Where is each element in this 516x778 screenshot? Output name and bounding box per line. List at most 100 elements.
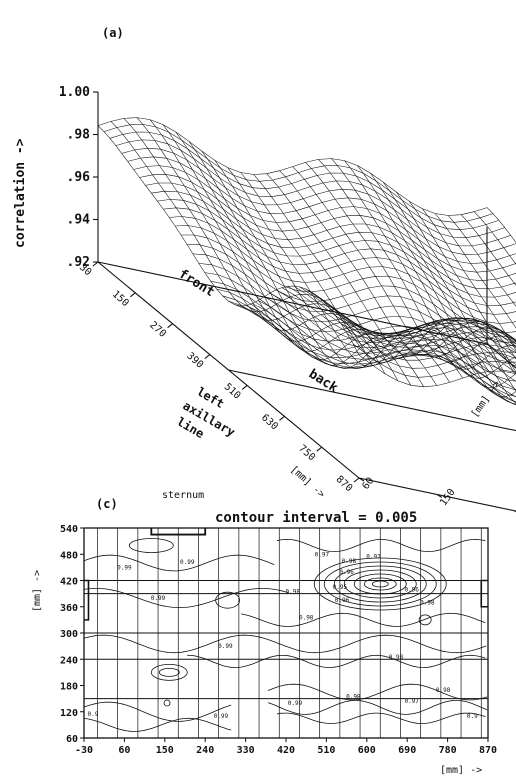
contour-y-tick-label: 420 [60,577,78,588]
contour-x-tick-label: 420 [277,745,295,756]
sternum-label: sternum [162,490,204,501]
x-tick [204,354,211,360]
contour-line [83,634,487,654]
panel-a-label: (a) [102,26,124,40]
mesh-line-y [253,174,515,374]
mesh-line-y [201,150,463,379]
mesh-line-y [395,191,516,392]
mesh-line-y [227,167,489,372]
x-tick [129,292,136,298]
contour-label: 0.99 [180,559,195,566]
panel-c-label: (c) [96,497,118,511]
x-tick-label: 870 [334,474,355,494]
y-unit-label: [mm] -> [469,379,502,420]
mesh-line-y [460,214,516,286]
back-label: back [306,367,341,396]
x-tick [316,446,323,452]
z-tick-label: .96 [67,170,91,185]
mesh-line-y [266,173,516,360]
contour-label: 0.97 [404,698,419,705]
contour-loop-mid [215,591,241,609]
contour-label: 0.99 [214,713,229,720]
mesh-line-y [175,131,438,386]
surface-mesh [97,117,516,406]
contour-label: 0.98 [286,588,301,595]
contour-label: 0.9 [88,711,99,718]
contour-label: 0.97 [315,551,330,558]
contour-line [241,612,486,627]
mesh-line-x [109,131,499,230]
contour-x-unit: [mm] -> [440,765,482,776]
mesh-line-x [127,156,516,255]
mesh-line-y [97,125,360,356]
contour-x-tick-label: 600 [358,745,376,756]
mask-left [84,579,90,621]
mesh-line-x [311,291,516,341]
contour-label: 0.97 [366,553,381,560]
mesh-line-x [175,225,516,324]
mesh-line-y [292,166,516,358]
contour-line [187,654,486,669]
z-axis-label: correlation -> [13,138,28,248]
mesh-line-y [344,160,516,389]
mesh-line-y [331,158,516,379]
contour-loop-min [343,569,417,599]
mesh-line-x [258,300,516,390]
mesh-line-y [357,165,516,397]
contour-title: contour interval = 0.005 [215,510,417,526]
contour-dot [163,699,171,707]
mesh-line-y [408,201,516,373]
y-tick [514,510,516,513]
contour-label: 0.99 [218,643,233,650]
z-tick-label: .94 [67,213,91,228]
contour-line [267,683,488,701]
mesh-line-y [240,172,502,372]
mesh-line-y [214,160,476,375]
z-tick-label: .98 [67,128,91,143]
contour-y-tick-label: 120 [60,708,78,719]
contour-line [83,554,275,572]
mesh-line-y [149,119,412,386]
contour-x-tick-label: 510 [317,745,335,756]
contour-y-tick-label: 480 [60,550,78,561]
mesh-line-y [123,118,386,374]
mesh-line-y [421,208,516,351]
panel-a [92,91,516,513]
contour-line [83,701,232,722]
contour-y-tick-label: 300 [60,629,78,640]
contour-x-tick-label: 690 [398,745,416,756]
contour-label: 0.96 [335,597,350,604]
mesh-line-y [383,182,516,404]
z-tick-label: 1.00 [59,85,90,100]
contour-y-tick-label: 240 [60,655,78,666]
contour-loop-min [323,561,437,607]
panel-c [80,527,489,742]
mask-top [150,528,207,536]
mesh-line-y [434,213,516,329]
contour-x-tick-label: 60 [118,745,130,756]
contour-loop-left-inner [158,667,180,677]
mesh-line-y [370,172,516,404]
contour-x-tick-label: 330 [237,745,255,756]
mesh-line-y [318,159,516,370]
contour-loop-min [313,557,447,611]
contour-y-tick-label: 360 [60,603,78,614]
surface-floor [97,261,516,512]
x-tick-label: 750 [296,443,317,463]
contour-label: 0.98 [299,615,314,622]
contour-loop-min [363,577,397,591]
y-tick-label: 150 [438,487,457,508]
contour-loop-min [371,580,389,588]
y-tick-label: 60 [360,476,376,492]
front-label: front [176,267,217,300]
contour-loop-top [128,538,174,553]
contour-y-tick-label: 180 [60,682,78,693]
y-tick [436,493,443,498]
contour-label: 0.95 [333,584,348,591]
mesh-line-y [188,141,451,383]
mesh-line-y [279,170,516,356]
contour-loop-small [418,614,432,626]
mesh-line-y [162,124,425,387]
contour-label: 0.96 [404,586,419,593]
